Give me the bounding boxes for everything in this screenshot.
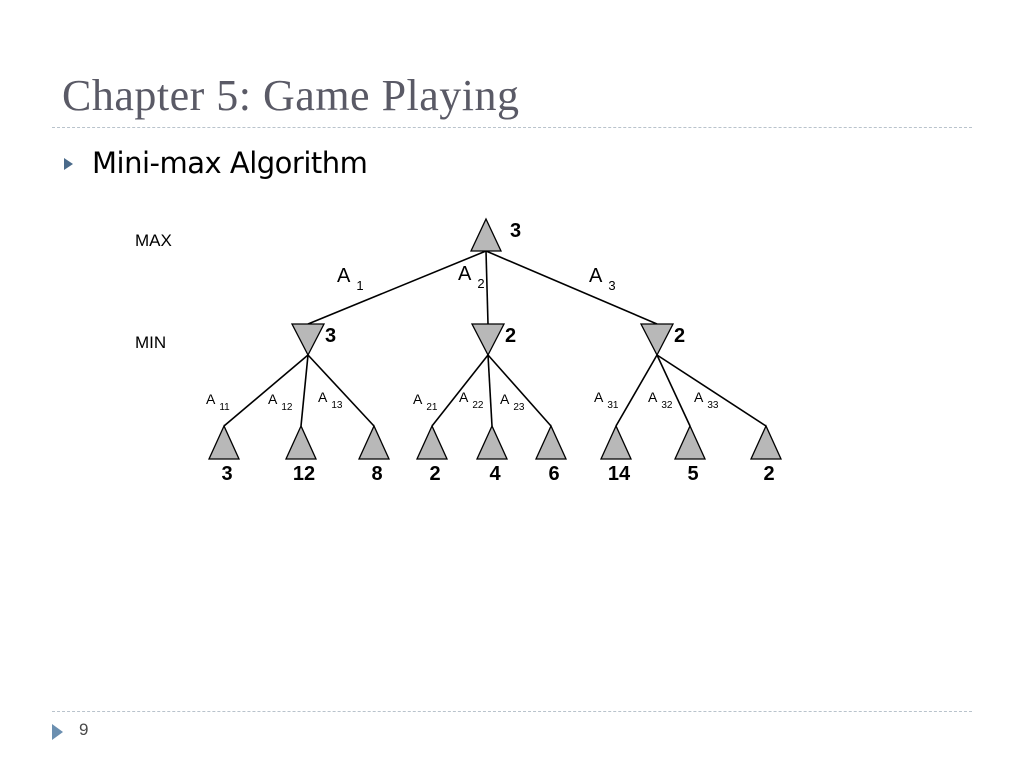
leaf-value-13: 8 (371, 463, 382, 485)
leaf-edge-label-33: A33 (694, 389, 719, 411)
leaf-node-22 (475, 424, 509, 460)
min-node-2 (470, 323, 506, 357)
leaf-node-12 (284, 424, 318, 460)
min-node-value-3: 2 (674, 325, 685, 347)
footer-divider (52, 711, 972, 712)
leaf-edge-label-23: A23 (500, 391, 525, 413)
leaf-value-12: 12 (293, 463, 315, 485)
max-root-node (469, 217, 503, 252)
min-node-value-1: 3 (325, 325, 336, 347)
min-edge-31 (615, 354, 658, 427)
slide-title: Chapter 5: Game Playing (62, 71, 520, 120)
root-edge-3 (485, 250, 658, 325)
leaf-edge-label-13: A13 (318, 389, 343, 411)
min-edge-11 (223, 354, 309, 427)
min-edge-22 (487, 354, 493, 427)
leaf-node-23 (534, 424, 568, 460)
root-edge-1 (307, 250, 487, 325)
leaf-edge-label-21: A21 (413, 391, 438, 413)
root-edge-2 (485, 250, 489, 325)
min-edge-32 (656, 354, 691, 427)
leaf-edge-label-32: A32 (648, 389, 673, 411)
min-edge-21 (431, 354, 489, 427)
leaf-value-11: 3 (221, 463, 232, 485)
max-level-label: MAX (135, 231, 172, 250)
leaf-value-23: 6 (548, 463, 559, 485)
leaf-value-32: 5 (687, 463, 698, 485)
leaf-value-22: 4 (489, 463, 501, 485)
page-number: 9 (79, 720, 89, 739)
bullet-arrow-icon (64, 158, 73, 170)
leaf-edge-label-22: A22 (459, 389, 484, 411)
bullet-text: Mini-max Algorithm (92, 146, 368, 180)
leaf-node-33 (749, 424, 783, 460)
leaf-edge-label-31: A31 (594, 389, 619, 411)
min-node-3 (639, 323, 675, 357)
leaf-value-33: 2 (763, 463, 774, 485)
leaf-value-31: 14 (608, 463, 631, 485)
leaf-node-32 (673, 424, 707, 460)
leaf-value-21: 2 (429, 463, 440, 485)
min-edge-12 (300, 354, 309, 427)
leaf-node-21 (415, 424, 449, 460)
leaf-edge-label-11: A11 (206, 391, 230, 413)
footer-arrow-icon (52, 724, 63, 740)
min-edge-33 (656, 354, 767, 427)
title-divider (52, 127, 972, 128)
leaf-edge-label-12: A12 (268, 391, 293, 413)
leaf-node-31 (599, 424, 633, 460)
min-edge-23 (487, 354, 552, 427)
min-edge-13 (307, 354, 375, 427)
min-node-value-2: 2 (505, 325, 516, 347)
min-node-1 (290, 323, 326, 357)
leaf-node-11 (207, 424, 241, 460)
root-value: 3 (510, 220, 521, 242)
min-level-label: MIN (135, 333, 166, 352)
leaf-node-13 (357, 424, 391, 460)
